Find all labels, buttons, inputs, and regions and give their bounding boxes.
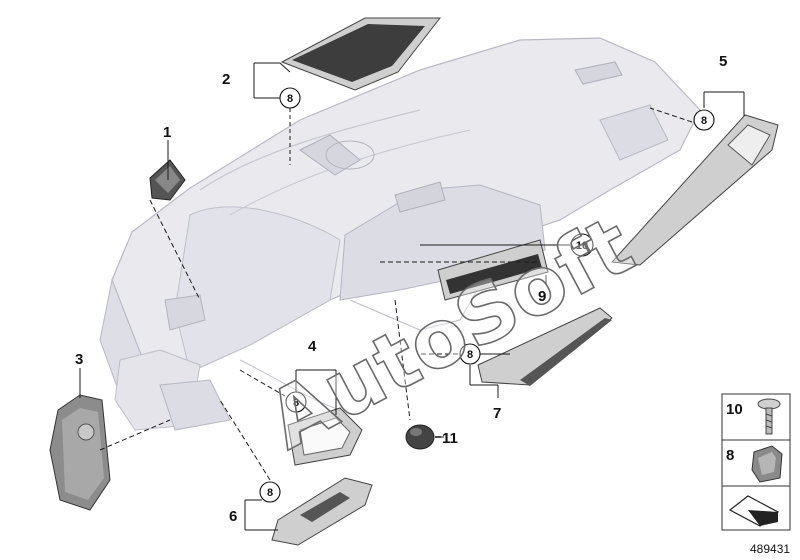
- clip-icon: [751, 445, 783, 483]
- callout-labels: 1 2 3 4 5 6 7 9 11: [75, 53, 727, 525]
- diagram-id: 489431: [750, 542, 790, 556]
- callout-9: 9: [538, 288, 546, 305]
- trim-piece-icon: [728, 495, 780, 527]
- fastener-legend: 10 8: [721, 393, 791, 531]
- legend-label-10: 10: [726, 401, 743, 418]
- ref-8-pos5: 8: [701, 115, 707, 127]
- callout-7: 7: [493, 405, 501, 422]
- ref-8-pos2: 8: [287, 93, 293, 105]
- callout-4: 4: [308, 338, 317, 355]
- screw-icon: [757, 398, 781, 435]
- part-3-side-trim[interactable]: [49, 394, 111, 511]
- ref-10: 10: [576, 240, 588, 252]
- part-6-lower-trim[interactable]: [271, 477, 373, 546]
- ref-8-pos4: 8: [293, 397, 299, 409]
- callout-2: 2: [222, 71, 230, 88]
- part-11-knob[interactable]: [405, 424, 435, 450]
- callout-5: 5: [719, 53, 727, 70]
- part-2-speaker-cover[interactable]: [280, 17, 442, 91]
- callout-1: 1: [163, 124, 171, 141]
- callout-11: 11: [442, 430, 458, 447]
- part-5-right-trim[interactable]: [610, 114, 779, 266]
- callout-6: 6: [229, 508, 237, 525]
- part-7-trim-bar[interactable]: [477, 307, 613, 386]
- circled-refs: [259, 87, 715, 503]
- part-9-center-panel[interactable]: [437, 239, 549, 301]
- legend-label-8: 8: [726, 447, 734, 464]
- ref-8-pos6: 8: [267, 487, 273, 499]
- dashboard-body: [99, 37, 701, 431]
- leader-lines: [79, 62, 745, 531]
- circled-ref-texts: 8 8 8 8 8 10: [267, 93, 707, 499]
- part-4-center-trim[interactable]: [287, 407, 363, 466]
- callout-3: 3: [75, 351, 83, 368]
- ref-8-pos7: 8: [467, 349, 473, 361]
